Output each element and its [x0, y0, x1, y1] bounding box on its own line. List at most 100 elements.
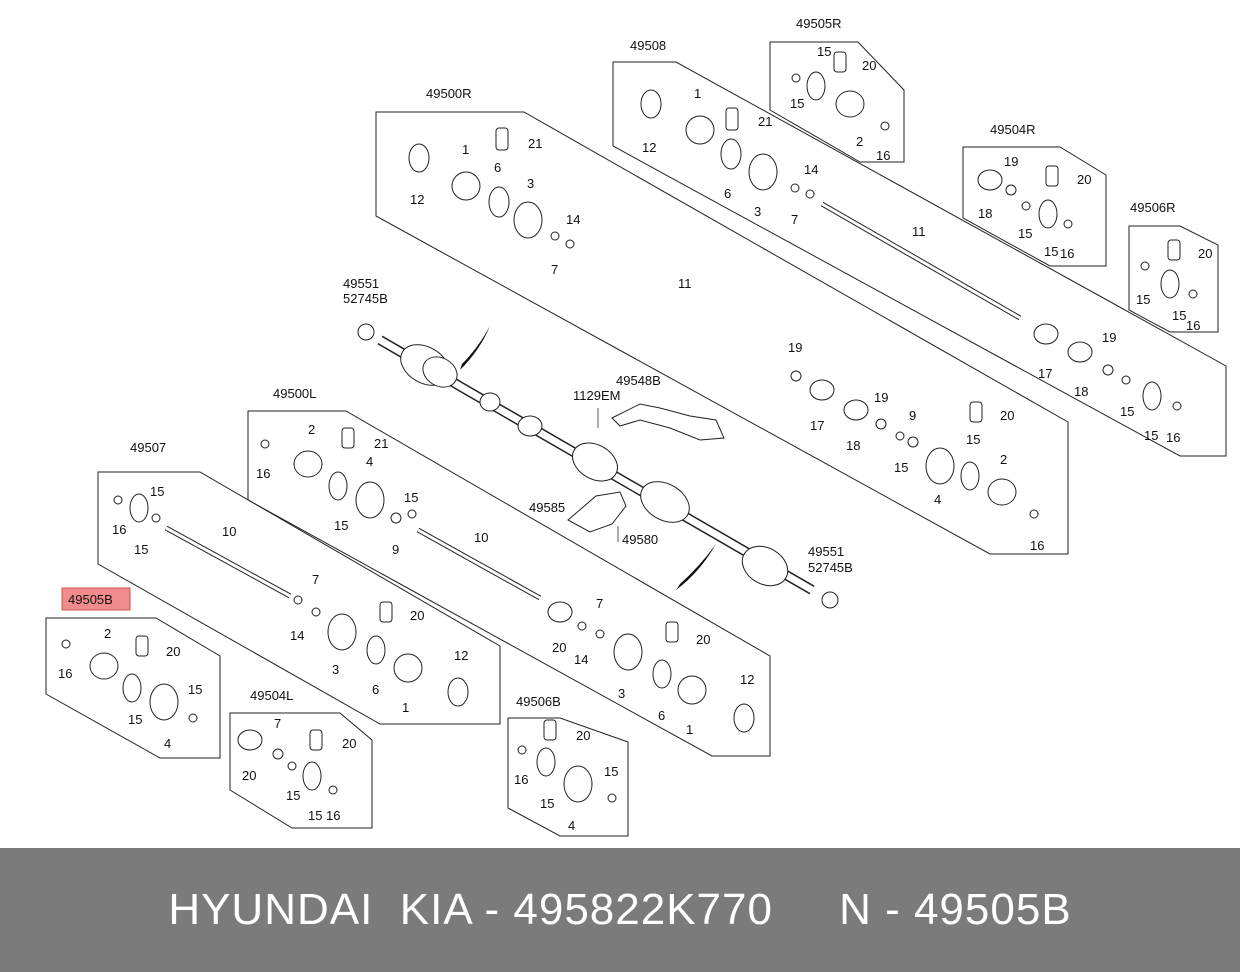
callout-3: 3	[527, 176, 534, 191]
callout-2: 2	[308, 422, 315, 437]
ring-14-r	[565, 239, 575, 249]
shaft-49507-core	[165, 526, 291, 598]
callout-15: 15	[1136, 292, 1150, 307]
callout-16: 16	[256, 466, 270, 481]
callout-8: 15	[1172, 308, 1186, 323]
joint-2-r	[987, 478, 1017, 506]
callout-6: 6	[494, 160, 501, 175]
main-joint-inner	[640, 481, 690, 523]
boot-3-507	[327, 613, 357, 651]
callout-16: 16	[58, 666, 72, 681]
bracket-49548B	[611, 403, 725, 441]
callout-16: 16	[1166, 430, 1180, 445]
grease-20-506R	[1167, 239, 1181, 261]
label-49506B: 49506B	[516, 694, 561, 709]
callout-20: 20	[342, 736, 356, 751]
shaft-49500L-core	[417, 528, 541, 600]
callout-2: 2	[104, 626, 111, 641]
ring-8-r	[960, 461, 980, 491]
callout-15: 15	[894, 460, 908, 475]
callout-20: 20	[166, 644, 180, 659]
main-damper-2	[517, 415, 543, 437]
label-49504L: 49504L	[250, 688, 293, 703]
callout-20: 20	[1198, 246, 1212, 261]
ring-7-l	[595, 629, 605, 639]
damper-20-504L	[237, 729, 263, 751]
frame-49504L	[229, 712, 373, 829]
callout-20: 20	[242, 768, 256, 783]
callout-7: 7	[312, 572, 319, 587]
callout-16: 16	[514, 772, 528, 787]
callout-20: 20	[410, 608, 424, 623]
callout-7: 7	[551, 262, 558, 277]
frame-49506B	[507, 717, 629, 837]
ring-16-r	[1029, 509, 1039, 519]
callout-8: 15	[334, 518, 348, 533]
label-49505B: 49505B	[68, 592, 113, 607]
callout-8: 15	[128, 712, 142, 727]
ring-9-l	[390, 512, 402, 524]
callout-16: 16	[112, 522, 126, 537]
ring-16-505B	[61, 639, 71, 649]
joint-1-l	[677, 675, 707, 705]
callout-21: 21	[374, 436, 388, 451]
joint-2-l	[293, 450, 323, 478]
callout-12: 12	[454, 648, 468, 663]
callout-18: 18	[1074, 384, 1088, 399]
ring-12-507	[447, 677, 469, 707]
boot-4-505B	[149, 683, 179, 721]
callout-11: 11	[678, 276, 692, 291]
label-49507: 49507	[130, 440, 166, 455]
label-49506R: 49506R	[1130, 200, 1176, 215]
ring-16-506B	[517, 745, 527, 755]
callout-8: 15	[966, 432, 980, 447]
ring-7-508	[790, 183, 800, 193]
boot-4-506B	[563, 765, 593, 803]
callout-20: 20	[862, 58, 876, 73]
label-49580: 49580	[622, 532, 658, 547]
main-break-mark-top	[460, 326, 490, 370]
ring-19-504R	[1005, 184, 1017, 196]
callout-6: 6	[372, 682, 379, 697]
callout-3: 3	[618, 686, 625, 701]
frame-49505B	[45, 617, 221, 759]
callout-15: 15	[150, 484, 164, 499]
callout-12: 12	[740, 672, 754, 687]
callout-15: 15	[404, 490, 418, 505]
ring-16-l	[260, 439, 270, 449]
ring-14-507	[293, 595, 303, 605]
main-boot-outer	[422, 356, 458, 388]
ring-7-504L	[272, 748, 284, 760]
callout-16: 16	[876, 148, 890, 163]
ring-15-504R	[1021, 201, 1031, 211]
callout-15: 15	[604, 764, 618, 779]
ring-15-508	[1121, 375, 1131, 385]
joint-1-508	[685, 115, 715, 145]
callout-20: 20	[576, 728, 590, 743]
callout-20: 20	[1077, 172, 1091, 187]
ring-16-505R	[880, 121, 890, 131]
callout-8: 15	[1144, 428, 1158, 443]
callout-15: 15	[790, 96, 804, 111]
ring-16-504L	[328, 785, 338, 795]
callout-19: 19	[874, 390, 888, 405]
callout-1: 1	[694, 86, 701, 101]
frame-49500R	[375, 111, 1069, 555]
callout-21: 21	[528, 136, 542, 151]
label-49551-bottom: 49551	[808, 544, 844, 559]
label-49500R: 49500R	[426, 86, 472, 101]
joint-1-r	[451, 171, 481, 201]
callout-14: 14	[574, 652, 588, 667]
callout-18: 18	[978, 206, 992, 221]
label-49585: 49585	[529, 500, 565, 515]
ring-19-r-b	[875, 418, 887, 430]
callout-3: 3	[332, 662, 339, 677]
label-49508: 49508	[630, 38, 666, 53]
ring-15-504L	[287, 761, 297, 771]
callout-2: 2	[856, 134, 863, 149]
exploded-parts-diagram: 49505R 49508 49500R 49504R 49506R 49551 …	[45, 16, 1227, 837]
ring-16-508	[1172, 401, 1182, 411]
grease-20-l	[665, 621, 679, 643]
damper-17-r	[809, 379, 835, 401]
frame-49507	[97, 471, 501, 725]
